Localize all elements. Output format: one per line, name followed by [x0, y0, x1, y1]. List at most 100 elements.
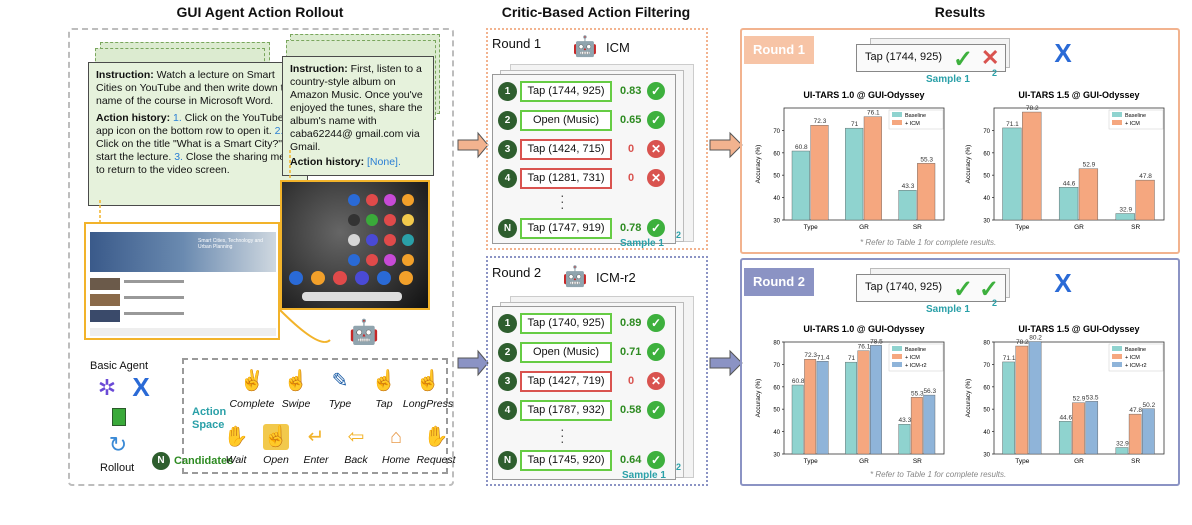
agent-logo-icon: ✲ — [97, 375, 117, 400]
robot-icon: 🤖 — [349, 319, 379, 346]
app-icon — [366, 194, 378, 206]
y-tick-label: 50 — [983, 174, 990, 180]
x-tick-label: GR — [1074, 458, 1084, 465]
results-title: Results — [934, 4, 986, 20]
legend-swatch — [892, 112, 902, 117]
x-tick-label: GR — [859, 224, 869, 231]
bar-value-label: 44.6 — [1059, 414, 1072, 421]
line — [124, 280, 184, 283]
bar-value-label: 53.5 — [1086, 394, 1099, 401]
candidate-action: Tap (1281, 731) — [520, 168, 612, 189]
candidate-score: 0 — [628, 172, 635, 184]
uitars-logo-icon: X — [1054, 268, 1072, 298]
line — [124, 296, 184, 299]
legend-box — [888, 109, 944, 130]
y-axis-label: Accuracy (%) — [965, 379, 972, 418]
y-tick-label: 30 — [773, 219, 780, 225]
chart-r1-uitars15: UI-TARS 1.5 @ GUI-Odyssey3040506070Accur… — [965, 90, 1165, 231]
bar-value-label: 47.8 — [1129, 407, 1142, 414]
instruction-text: First, listen to a country-style album o… — [290, 63, 423, 153]
bar-value-label: 43.3 — [902, 183, 915, 190]
bar — [1085, 401, 1099, 455]
round2-panel — [486, 256, 708, 486]
candidate-action: Tap (1745, 920) — [520, 450, 612, 471]
app-icon — [399, 271, 413, 285]
results-round2-tap-card: Tap (1740, 925) ✓ ✓ — [856, 274, 1006, 303]
open-action-icon: ☝ — [263, 424, 289, 450]
y-tick-label: 50 — [773, 408, 780, 414]
thumb — [90, 294, 120, 306]
candidate-score: 0 — [628, 143, 635, 155]
bar-value-label: 32.9 — [1116, 441, 1129, 448]
bar — [870, 345, 882, 455]
action-label: Swipe — [281, 398, 311, 410]
bar — [1022, 111, 1042, 221]
bar-value-label: 71 — [851, 121, 859, 128]
app-icon — [384, 254, 396, 266]
bar — [1058, 187, 1079, 221]
bar-value-label: 52.9 — [1073, 396, 1086, 403]
thumb — [90, 310, 120, 322]
candidate-score: 0.65 — [620, 114, 642, 126]
nav-bar — [90, 328, 276, 336]
wait-action-icon: ✋ — [223, 426, 249, 448]
bar — [845, 361, 857, 455]
app-icon — [311, 271, 325, 285]
y-tick-label: 70 — [773, 129, 780, 135]
action-label: Tap — [375, 398, 393, 410]
video-title: Smart Cities, Technology and Urban Plann… — [198, 238, 263, 250]
bar — [791, 150, 810, 221]
enter-action-icon: ↵ — [307, 426, 325, 448]
app-icons-grid — [289, 194, 414, 301]
candidate-action: Open (Music) — [520, 342, 612, 363]
legend-swatch — [892, 362, 902, 367]
x-tick-label: Type — [1015, 224, 1029, 231]
instruction-card-2: Instruction: First, listen to a country-… — [282, 56, 434, 176]
ellipsis-dots: ··· — [560, 187, 565, 215]
candidate-index: 1 — [498, 82, 517, 101]
instruction-label: Instruction: — [96, 69, 154, 81]
bar — [917, 163, 936, 221]
action-label: Request — [416, 454, 456, 466]
bar — [910, 397, 923, 455]
app-icon — [402, 214, 414, 226]
ellipsis-dots: ··· — [560, 421, 565, 449]
action-label: Enter — [303, 454, 329, 466]
chart-title: UI-TARS 1.5 @ GUI-Odyssey — [1018, 90, 1139, 100]
bar-value-label: 55.3 — [920, 156, 933, 163]
candidate-index: N — [498, 451, 517, 470]
y-tick-label: 60 — [983, 385, 990, 391]
bar-value-label: 71 — [848, 355, 856, 362]
cross-icon: ✕ — [647, 140, 665, 158]
app-icon — [402, 254, 414, 266]
y-tick-label: 30 — [983, 219, 990, 225]
bar-value-label: 71.1 — [1006, 121, 1019, 128]
history-num: 1. — [170, 112, 182, 124]
bar — [1072, 402, 1085, 455]
bar — [1142, 408, 1155, 455]
history-label: Action history: — [96, 112, 171, 124]
round2-sub: 2 — [676, 462, 682, 472]
legend-swatch — [1112, 346, 1122, 351]
bar — [1078, 168, 1099, 221]
app-icon — [348, 234, 360, 246]
x-tick-label: Type — [804, 224, 818, 231]
bar-value-label: 78.2 — [1026, 105, 1039, 112]
thumb — [90, 278, 120, 290]
candidate-score: 0.78 — [620, 222, 642, 234]
app-icon — [289, 271, 303, 285]
candidate-index: 2 — [498, 343, 517, 362]
results-round1-tap-card: Tap (1744, 925) ✓ ✕ — [856, 44, 1006, 73]
action-label: LongPress — [402, 398, 454, 410]
candidate-index: 4 — [498, 169, 517, 188]
down-arrow-icon — [112, 408, 126, 426]
candidate-index: 3 — [498, 372, 517, 391]
chart-title: UI-TARS 1.5 @ GUI-Odyssey — [1018, 324, 1139, 334]
filtering-title: Critic-Based Action Filtering — [501, 4, 691, 20]
check-icon: ✓ — [647, 314, 665, 332]
round2-label: Round 2 — [492, 265, 542, 280]
legend-swatch — [892, 354, 902, 359]
action-label: Type — [328, 398, 352, 410]
bar — [810, 125, 829, 221]
candidate-action: Tap (1744, 925) — [520, 81, 612, 102]
